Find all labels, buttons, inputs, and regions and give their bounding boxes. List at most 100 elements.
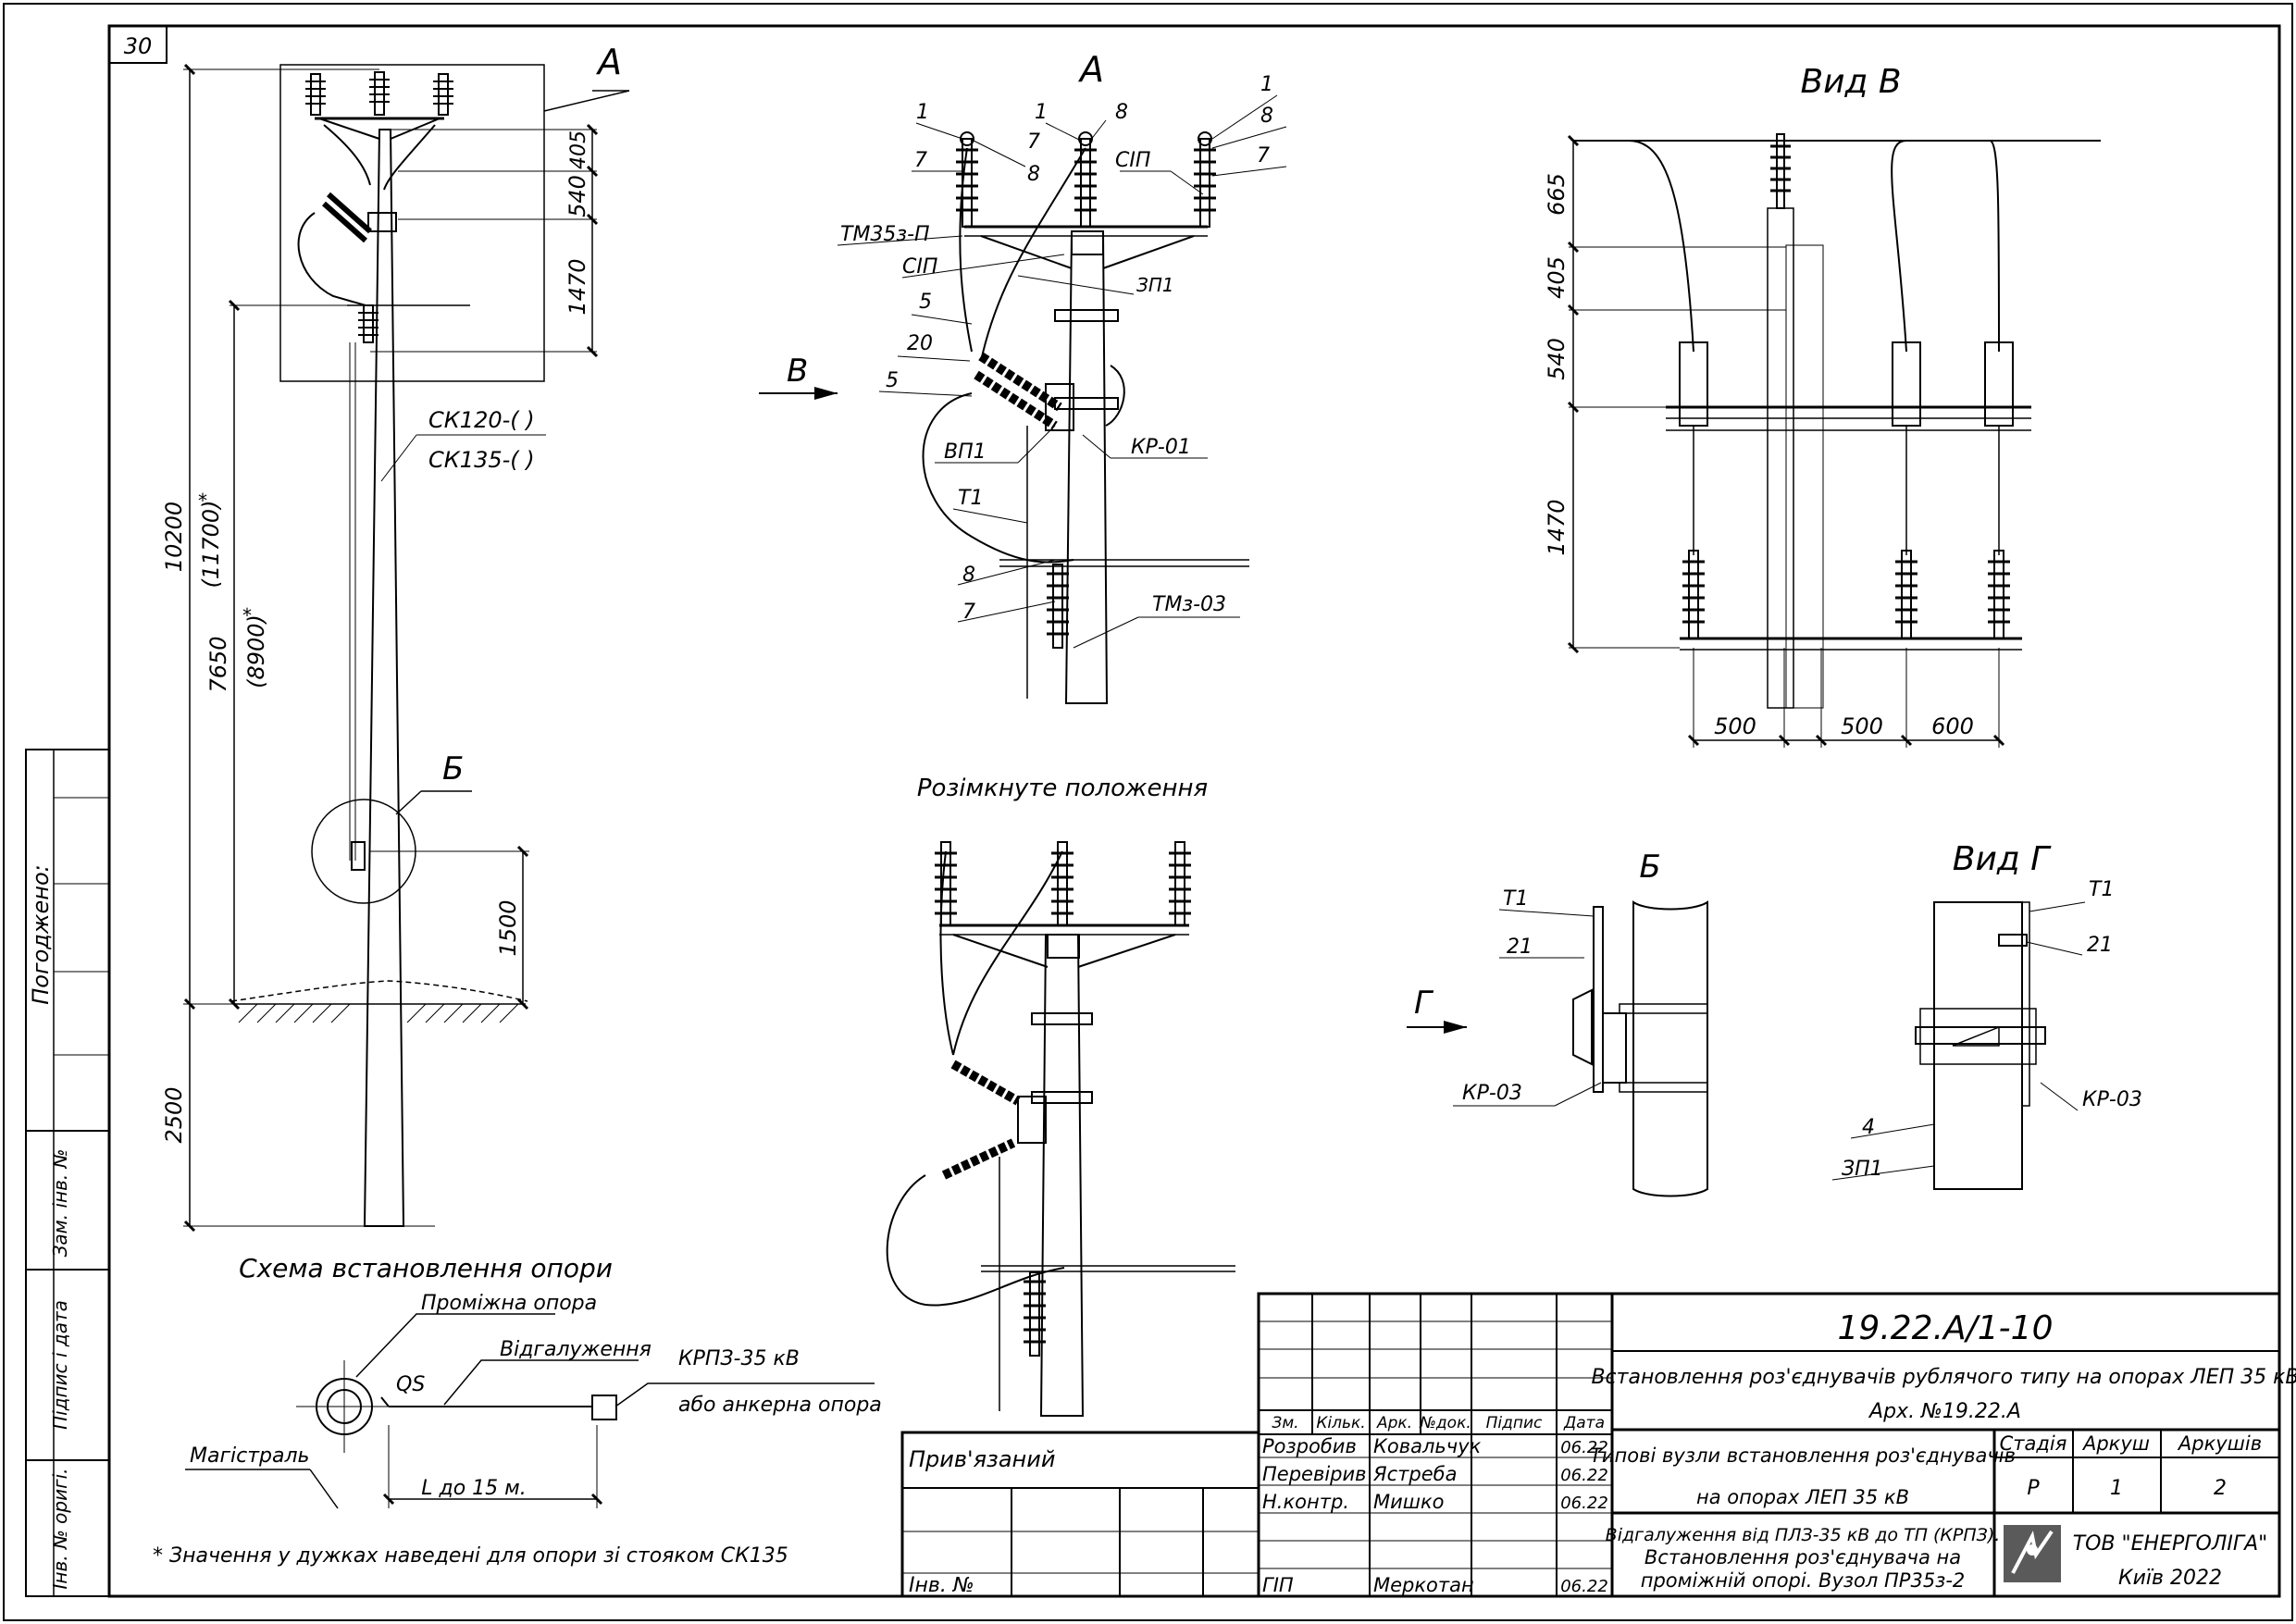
- label-view_v_dims-w2: 500: [1841, 713, 1883, 739]
- label-title_block-sheet_desc_3: проміжній опорі. Вузол ПР35з-2: [1641, 1569, 1966, 1592]
- label-schema-qs: QS: [396, 1373, 425, 1396]
- label-title_block-rows-2-role: Н.контр.: [1262, 1491, 1349, 1513]
- agreed-label: Погоджено:: [28, 864, 54, 1004]
- main-pole-view: А Б: [161, 42, 630, 1233]
- view-v-title: Вид В: [1800, 63, 1901, 101]
- label-a_detail_labels-sip1: СІП: [1115, 149, 1150, 172]
- label-title_block-rows-3-role: ГІП: [1262, 1574, 1294, 1596]
- detail-a-title: А: [1077, 49, 1104, 90]
- label-title_block-headers-5: Дата: [1563, 1414, 1605, 1432]
- sheet-number: 30: [124, 33, 153, 59]
- label-title_block-city: Київ 2022: [2118, 1567, 2222, 1590]
- label-schema-mainline: Магістраль: [190, 1444, 310, 1468]
- label-a_detail_labels-tm03: ТМз-03: [1152, 593, 1226, 616]
- installation-schema: Схема встановлення опори Проміжна опора …: [185, 1253, 882, 1509]
- label-a_detail_labels-n8c: 8: [1260, 105, 1273, 128]
- open-position-title: Розімкнуте положення: [917, 775, 1208, 802]
- label-a_detail_labels-t1: Т1: [958, 487, 983, 510]
- label-a_detail_labels-n1a: 1: [916, 101, 929, 124]
- view-b-detail: Б Г Т1 21 КР-03: [1407, 849, 1708, 1197]
- detail-a-frame: [279, 64, 545, 382]
- pole-label-1: СК120-( ): [428, 407, 535, 433]
- signdate-label: Підпис і дата: [49, 1300, 71, 1430]
- label-a_detail_labels-n7d: 7: [962, 601, 975, 624]
- label-a_detail_labels-kr01: КР-01: [1131, 436, 1191, 459]
- view-g-title: Вид Г: [1953, 840, 2052, 878]
- label-a_detail_labels-n20: 20: [907, 332, 933, 355]
- label-view_v_dims-h2: 405: [1544, 256, 1570, 299]
- label-title_block-headers-3: №док.: [1419, 1414, 1471, 1432]
- label-g_labels-n21: 21: [2087, 934, 2113, 957]
- outer-border: [3, 3, 2293, 1621]
- label-title_block-rows-2-date: 06.22: [1560, 1494, 1608, 1513]
- dim-1470: 1470: [565, 258, 590, 315]
- label-title_block-rows-3-name: Меркотан: [1373, 1574, 1474, 1596]
- label-title_block-title: Встановлення роз'єднувачів рублячого тип…: [1591, 1366, 2296, 1389]
- dim-8900: (8900): [243, 614, 269, 688]
- arrow-v-label: В: [787, 353, 808, 390]
- label-a_detail_labels-n7c: 7: [1257, 144, 1270, 167]
- label-title_block-company: ТОВ "ЕНЕРГОЛІГА": [2073, 1532, 2268, 1556]
- label-title_block-sheet_h: Аркуш: [2081, 1432, 2150, 1455]
- label-title_block-sheet_desc_2: Встановлення роз'єднувача на: [1644, 1546, 1961, 1568]
- sheet-number-box: [108, 25, 168, 64]
- label-schema-length: L до 15 м.: [421, 1477, 527, 1500]
- view-b-label: Б: [442, 750, 464, 787]
- label-a_detail_labels-n7b: 7: [1027, 130, 1040, 154]
- label-title_block-rows-3-date: 06.22: [1560, 1577, 1608, 1596]
- inner-frame: [107, 24, 2281, 1598]
- label-title_block-rows-2-name: Мишко: [1373, 1491, 1445, 1513]
- title-block: Зм. Кільк. Арк. №док. Підпис Дата Розроб…: [1257, 1292, 2296, 1598]
- label-title_block-rows-0-date: 06.22: [1560, 1438, 1608, 1457]
- label-schema-branch: Відгалуження: [500, 1338, 652, 1361]
- label-title_block-rows-0-role: Розробив: [1262, 1435, 1357, 1457]
- label-a_detail_labels-n8b: 8: [1115, 101, 1128, 124]
- label-title_block-sheet: 1: [2110, 1477, 2123, 1500]
- label-a_detail_labels-n5a: 5: [919, 291, 932, 314]
- label-g_labels-kr03: КР-03: [2082, 1088, 2142, 1111]
- label-a_detail_labels-zp1: ЗП1: [1136, 274, 1174, 296]
- label-title_block-headers-1: Кільк.: [1316, 1414, 1365, 1432]
- pole-label-2: СК135-( ): [428, 447, 535, 473]
- dim-7650: 7650: [205, 636, 231, 692]
- label-a_detail_labels-n5b: 5: [886, 369, 899, 392]
- arrow-g-label: Г: [1414, 985, 1434, 1022]
- label-a_detail_labels-n8a: 8: [1027, 163, 1040, 186]
- open-position-view: Розімкнуте положення: [886, 775, 1235, 1417]
- dim-540: 540: [565, 175, 590, 217]
- label-title_block-rows-1-date: 06.22: [1560, 1466, 1608, 1485]
- label-title_block-headers-4: Підпис: [1486, 1414, 1543, 1432]
- dim-405: 405: [567, 130, 590, 169]
- company-logo: [2004, 1525, 2061, 1582]
- pole-shaft: [363, 129, 405, 1227]
- label-a_detail_labels-n7a: 7: [914, 149, 927, 172]
- label-title_block-doc_title_1: Типові вузли встановлення роз'єднувачів: [1590, 1444, 2016, 1467]
- label-b_labels-t1: Т1: [1503, 887, 1528, 911]
- label-schema-krpz: КРПЗ-35 кВ: [678, 1347, 800, 1370]
- label-g_labels-n4: 4: [1862, 1116, 1875, 1139]
- top-insulators: [305, 71, 453, 116]
- dim-1500: 1500: [495, 899, 521, 956]
- orig-label: Інв. № оригі.: [49, 1469, 71, 1590]
- label-title_block-arch: Арх. №19.22.А: [1868, 1400, 2021, 1423]
- label-a_detail_labels-vp1: ВП1: [944, 440, 987, 464]
- label-title_block-rows-0-name: Ковальчук: [1373, 1435, 1482, 1457]
- view-a-label: А: [595, 42, 622, 82]
- view-v: Вид В 665 405 540 1: [1544, 63, 2101, 748]
- label-g_labels-zp1: ЗП1: [1842, 1158, 1883, 1181]
- label-tied_block-tied: Прив'язаний: [909, 1446, 1055, 1472]
- dim-8900-star: *: [242, 604, 252, 626]
- tied-block: Прив'язаний Інв. №: [900, 1431, 1260, 1598]
- view-g: Вид Г Т1 21 КР-03 4 ЗП1: [1831, 840, 2142, 1190]
- footnote: * Значення у дужках наведені для опори з…: [153, 1544, 788, 1568]
- label-b_labels-n21: 21: [1507, 936, 1533, 959]
- label-view_v_dims-h1: 665: [1544, 173, 1570, 216]
- schema-title: Схема встановлення опори: [239, 1253, 613, 1283]
- label-schema-intermediate: Проміжна опора: [421, 1292, 597, 1315]
- label-title_block-rows-1-name: Ястреба: [1372, 1463, 1457, 1485]
- label-title_block-stage_h: Стадія: [2000, 1432, 2067, 1455]
- drawing-code: 19.22.А/1-10: [1838, 1309, 2054, 1347]
- dim-10200: 10200: [161, 502, 187, 572]
- label-title_block-headers-2: Арк.: [1376, 1414, 1412, 1432]
